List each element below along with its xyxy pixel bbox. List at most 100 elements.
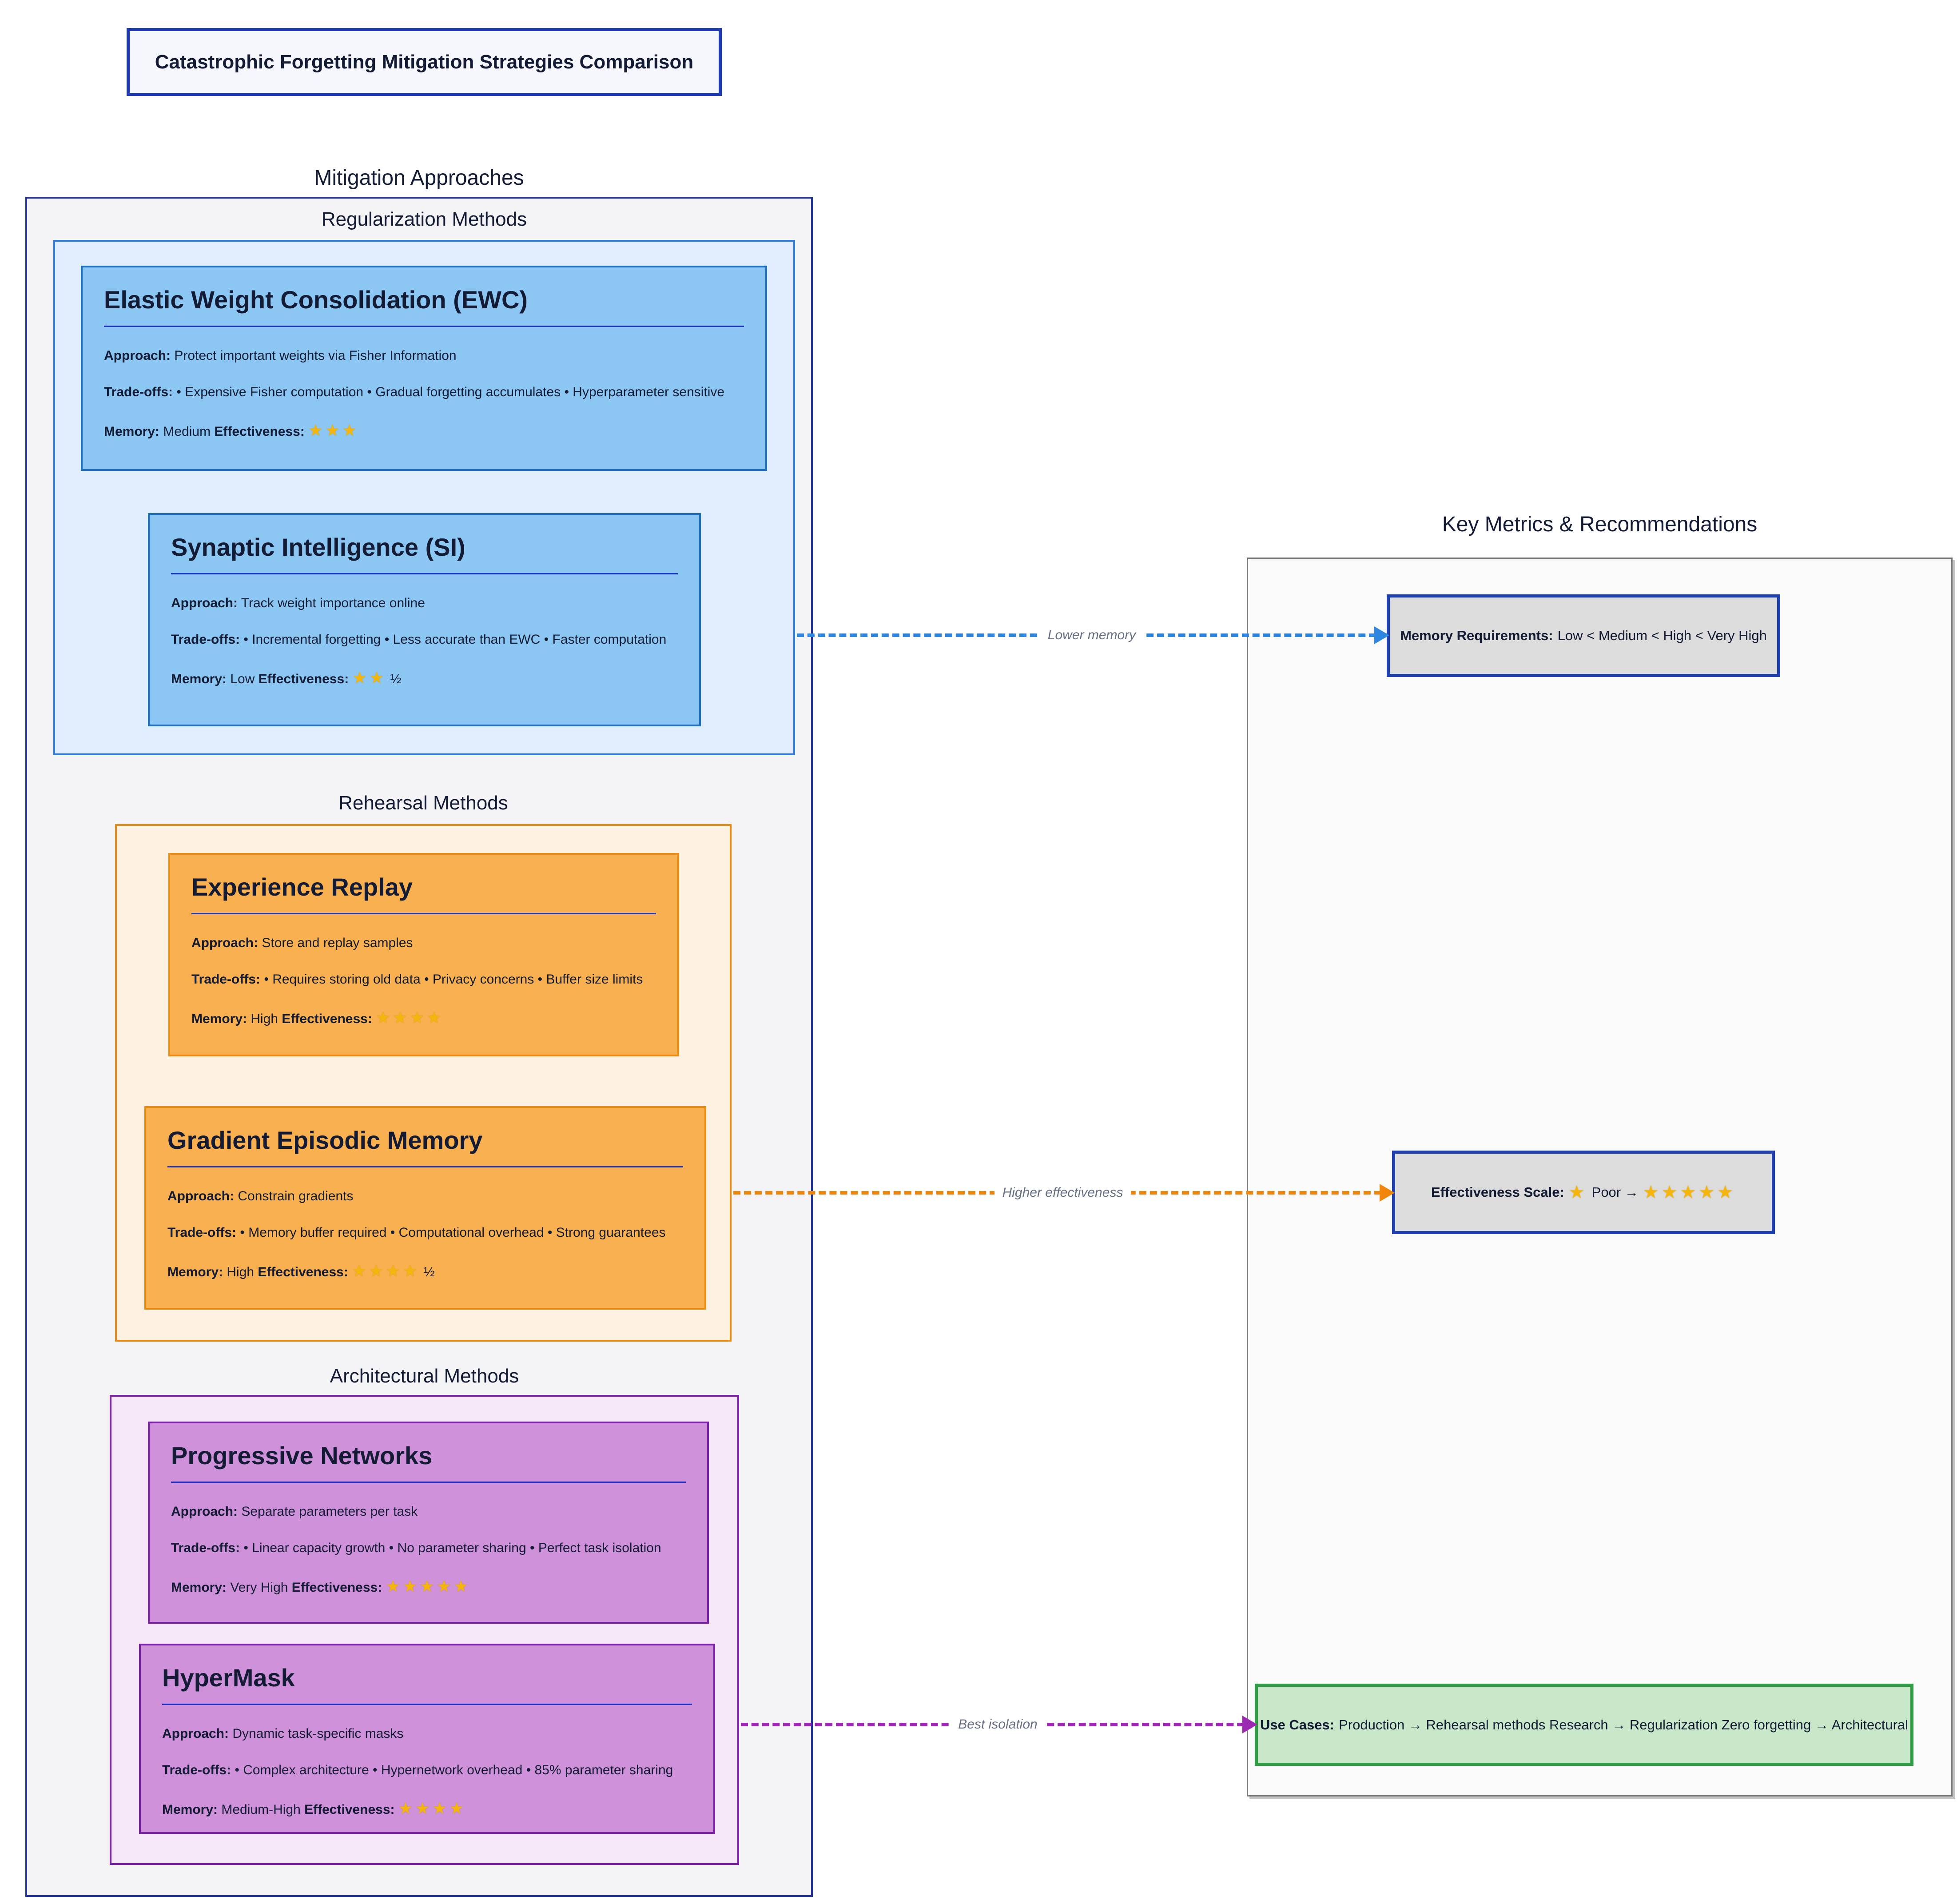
card-gradient-episodic-memory: Gradient Episodic Memory Approach: Const…	[144, 1106, 706, 1310]
tradeoffs-text: • Incremental forgetting • Less accurate…	[243, 632, 667, 647]
tradeoffs-row: Trade-offs: • Linear capacity growth • N…	[171, 1541, 686, 1556]
memory-requirements-label: Memory Requirements:	[1400, 628, 1553, 643]
approach-row: Approach: Constrain gradients	[167, 1189, 683, 1204]
tradeoffs-text: • Memory buffer required • Computational…	[240, 1225, 666, 1240]
effectiveness-scale-text: Poor →	[1591, 1184, 1639, 1200]
star-rating-icon: ★★★★	[376, 1008, 444, 1027]
card-experience-replay: Experience Replay Approach: Store and re…	[168, 853, 679, 1056]
arrowhead-icon	[1374, 626, 1389, 644]
card-si: Synaptic Intelligence (SI) Approach: Tra…	[148, 513, 701, 726]
card-title-divider	[171, 573, 678, 574]
diagram-title: Catastrophic Forgetting Mitigation Strat…	[155, 51, 694, 73]
star-rating-icon: ★★★★★	[1643, 1183, 1736, 1202]
half-star-text: ½	[423, 1265, 435, 1279]
star-rating-icon: ★★	[352, 669, 387, 687]
memory-effectiveness-row: Memory: High Effectiveness: ★★★★ ½	[167, 1262, 683, 1280]
memory-label: Memory:	[167, 1265, 223, 1279]
section-label-architectural: Architectural Methods	[330, 1365, 519, 1387]
section-label-rehearsal: Rehearsal Methods	[338, 792, 508, 814]
key-metrics-label: Key Metrics & Recommendations	[1442, 513, 1758, 536]
memory-effectiveness-row: Memory: Very High Effectiveness: ★★★★★	[171, 1577, 686, 1596]
approach-label: Approach:	[167, 1189, 234, 1203]
card-title: Experience Replay	[191, 873, 413, 901]
star-rating-icon: ★★★	[308, 421, 360, 439]
tradeoffs-text: • Complex architecture • Hypernetwork ov…	[235, 1763, 673, 1777]
tradeoffs-label: Trade-offs:	[171, 1541, 240, 1555]
memory-label: Memory:	[171, 1580, 227, 1595]
approach-label: Approach:	[162, 1726, 229, 1741]
tradeoffs-row: Trade-offs: • Complex architecture • Hyp…	[162, 1763, 692, 1778]
use-cases-label: Use Cases:	[1260, 1717, 1335, 1733]
approach-text: Track weight importance online	[241, 596, 425, 610]
memory-requirements-box: Memory Requirements: Low < Medium < High…	[1387, 594, 1780, 677]
card-title-divider	[191, 913, 656, 914]
approach-label: Approach:	[191, 936, 258, 950]
use-cases-box: Use Cases: Production → Rehearsal method…	[1255, 1684, 1913, 1766]
tradeoffs-row: Trade-offs: • Expensive Fisher computati…	[104, 385, 744, 400]
edge-label: Higher effectiveness	[994, 1184, 1131, 1201]
edge-label: Lower memory	[1039, 627, 1144, 644]
card-title: Elastic Weight Consolidation (EWC)	[104, 286, 528, 314]
use-cases-text: Production → Rehearsal methods Research …	[1339, 1717, 1909, 1733]
approach-label: Approach:	[171, 596, 238, 610]
tradeoffs-text: • Linear capacity growth • No parameter …	[243, 1541, 661, 1555]
tradeoffs-label: Trade-offs:	[171, 632, 240, 647]
card-title: Progressive Networks	[171, 1442, 433, 1470]
tradeoffs-text: • Requires storing old data • Privacy co…	[264, 972, 643, 987]
effectiveness-label: Effectiveness:	[214, 424, 305, 439]
approach-row: Approach: Store and replay samples	[191, 936, 656, 951]
tradeoffs-row: Trade-offs: • Incremental forgetting • L…	[171, 632, 678, 647]
star-rating-icon: ★★★★	[352, 1262, 420, 1280]
effectiveness-scale-box: Effectiveness Scale: ★ Poor → ★★★★★	[1392, 1151, 1775, 1234]
tradeoffs-row: Trade-offs: • Requires storing old data …	[191, 972, 656, 987]
effectiveness-label: Effectiveness:	[282, 1012, 372, 1026]
effectiveness-label: Effectiveness:	[304, 1802, 395, 1817]
arrowhead-icon	[1380, 1184, 1395, 1202]
mitigation-approaches-label: Mitigation Approaches	[314, 166, 524, 190]
star-icon: ★	[1568, 1183, 1587, 1202]
effectiveness-label: Effectiveness:	[291, 1580, 382, 1595]
memory-effectiveness-row: Memory: Low Effectiveness: ★★ ½	[171, 669, 678, 687]
card-title: Gradient Episodic Memory	[167, 1126, 483, 1154]
memory-value: High	[251, 1012, 278, 1026]
tradeoffs-text: • Expensive Fisher computation • Gradual…	[176, 385, 725, 399]
card-title-divider	[104, 326, 744, 327]
half-star-text: ½	[390, 672, 402, 686]
effectiveness-label: Effectiveness:	[258, 1265, 348, 1279]
memory-value: Low	[230, 672, 255, 686]
approach-label: Approach:	[171, 1504, 238, 1519]
memory-label: Memory:	[104, 424, 160, 439]
star-rating-icon: ★★★★★	[386, 1577, 471, 1595]
memory-value: Very High	[230, 1580, 288, 1595]
card-title-divider	[171, 1482, 686, 1483]
approach-row: Approach: Track weight importance online	[171, 596, 678, 611]
effectiveness-label: Effectiveness:	[258, 672, 349, 686]
card-title-divider	[167, 1166, 683, 1167]
arrowhead-icon	[1242, 1716, 1257, 1733]
approach-row: Approach: Separate parameters per task	[171, 1504, 686, 1519]
tradeoffs-label: Trade-offs:	[104, 385, 173, 399]
memory-label: Memory:	[171, 672, 227, 686]
memory-label: Memory:	[191, 1012, 247, 1026]
diagram-title-box: Catastrophic Forgetting Mitigation Strat…	[127, 28, 722, 96]
approach-row: Approach: Dynamic task-specific masks	[162, 1726, 692, 1741]
card-title: Synaptic Intelligence (SI)	[171, 533, 465, 561]
approach-text: Separate parameters per task	[241, 1504, 418, 1519]
memory-value: High	[227, 1265, 255, 1279]
memory-effectiveness-row: Memory: High Effectiveness: ★★★★	[191, 1008, 656, 1027]
approach-row: Approach: Protect important weights via …	[104, 348, 744, 363]
approach-text: Constrain gradients	[238, 1189, 354, 1203]
tradeoffs-label: Trade-offs:	[162, 1763, 231, 1777]
tradeoffs-label: Trade-offs:	[167, 1225, 237, 1240]
section-label-regularization: Regularization Methods	[321, 208, 527, 230]
memory-effectiveness-row: Memory: Medium Effectiveness: ★★★	[104, 421, 744, 440]
approach-label: Approach:	[104, 348, 171, 363]
approach-text: Protect important weights via Fisher Inf…	[174, 348, 457, 363]
approach-text: Dynamic task-specific masks	[232, 1726, 404, 1741]
edge-label: Best isolation	[950, 1716, 1046, 1733]
memory-requirements-text: Low < Medium < High < Very High	[1557, 628, 1767, 643]
card-title-divider	[162, 1704, 692, 1705]
approach-text: Store and replay samples	[262, 936, 413, 950]
tradeoffs-label: Trade-offs:	[191, 972, 261, 987]
card-title: HyperMask	[162, 1664, 295, 1692]
